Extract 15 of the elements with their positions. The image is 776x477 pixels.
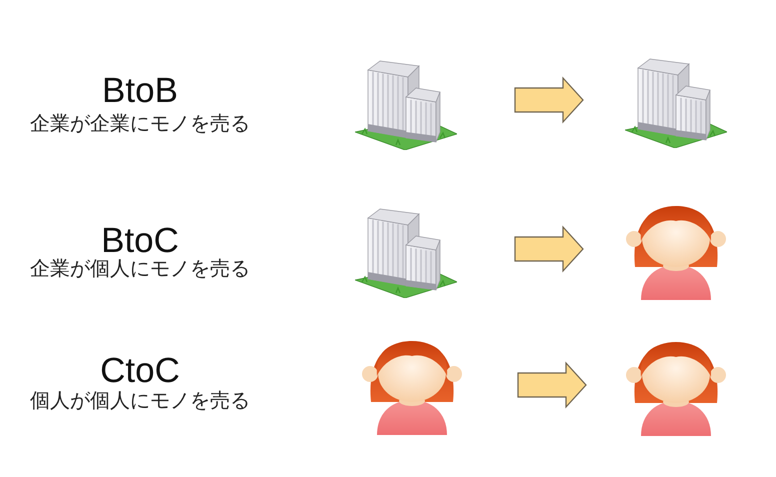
category-title: CtoC [100,353,180,388]
category-title: BtoC [101,223,179,258]
building-icon [625,58,727,148]
description-text: 企業が企業にモノを売る [30,114,250,134]
category-title: BtoB [102,73,178,108]
description-text: 個人が個人にモノを売る [30,391,250,411]
building-icon [355,208,457,298]
block-arrow [517,361,587,409]
person-icon [625,341,727,437]
building-icon [355,60,457,150]
description-text: 企業が個人にモノを売る [30,259,250,279]
person-icon [361,340,463,436]
block-arrow [514,225,584,273]
block-arrow [514,76,584,124]
person-icon [625,205,727,301]
